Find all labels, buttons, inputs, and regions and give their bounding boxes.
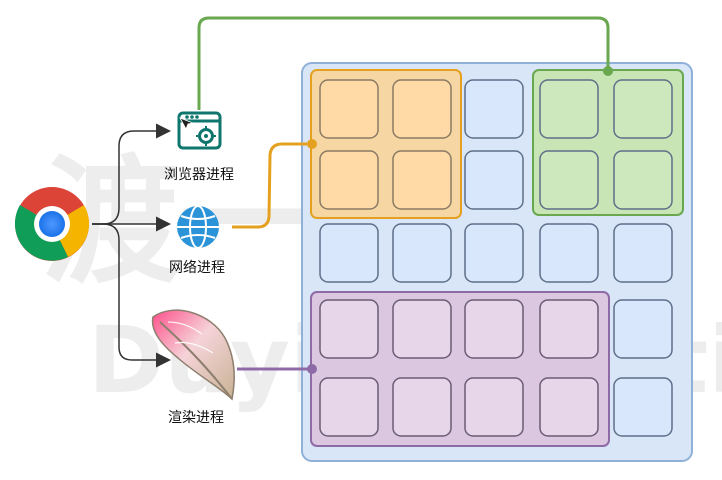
memory-cell [613,299,673,359]
chrome-logo-icon [14,187,90,261]
memory-cell [539,299,599,359]
memory-cell [392,299,452,359]
globe-icon [177,205,219,249]
memory-cell [319,150,379,210]
memory-cell [539,223,599,283]
chrome-to-render-arrow [92,223,171,368]
browser-connection-dot [603,66,613,76]
feather-quill-icon [151,309,235,401]
memory-cell [539,79,599,139]
memory-cell [613,79,673,139]
network-process-label: 网络进程 [169,260,225,276]
render-connection-dot [307,364,317,374]
browser-connection-line [197,16,610,110]
memory-cell [539,150,599,210]
memory-cell [464,299,524,359]
memory-cell [319,299,379,359]
browser-process-label: 浏览器进程 [164,167,234,183]
memory-cell [613,150,673,210]
memory-cell [464,150,524,210]
memory-cell [392,150,452,210]
chrome-to-browser-arrow [92,123,171,225]
memory-cell [464,377,524,437]
memory-cell [464,223,524,283]
memory-cell [319,79,379,139]
memory-cell [319,223,379,283]
memory-cell [464,79,524,139]
render-process-label: 渲染进程 [168,410,224,426]
memory-cell [392,223,452,283]
memory-cell [613,377,673,437]
memory-cell [392,377,452,437]
memory-cells [319,79,673,437]
memory-cell [392,79,452,139]
network-connection-line [232,142,311,229]
memory-cell [319,377,379,437]
gear-icon [196,126,216,146]
memory-cell [539,377,599,437]
cursor-icon [179,117,195,130]
browser-process-icon [177,111,222,150]
memory-cell [613,223,673,283]
network-connection-dot [307,139,317,149]
